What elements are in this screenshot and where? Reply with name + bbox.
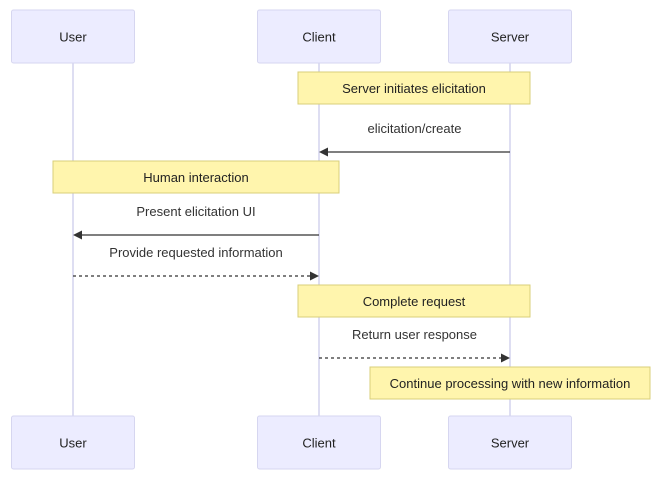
message-label: Return user response [352,327,477,342]
message-label: Present elicitation UI [136,204,255,219]
actor-box [11,415,135,470]
note-box [297,284,531,318]
actor-box [257,415,381,470]
note-text: Server initiates elicitation [342,81,486,96]
note-box [369,366,651,400]
note-box [297,71,531,105]
actor-server-top: Server [448,9,572,64]
note: Complete request [297,284,531,318]
actor-box [448,9,572,64]
actor-box [257,9,381,64]
actors-top: User Client Server [11,9,572,64]
actor-label: Server [491,436,530,451]
note: Continue processing with new information [369,366,651,400]
lifelines [72,63,511,416]
message: Present elicitation UI [73,204,319,240]
message-label: Provide requested information [109,245,282,260]
arrowhead [501,353,510,363]
arrowhead [310,271,319,281]
actor-client-top: Client [257,9,381,64]
actor-client-bottom: Client [257,415,381,470]
actors-bottom: User Client Server [11,415,572,470]
note-box [52,160,340,194]
note-text: Complete request [363,294,466,309]
actor-label: User [59,436,87,451]
actor-label: Client [302,436,336,451]
actor-box [448,415,572,470]
message: elicitation/create [319,121,510,157]
actor-server-bottom: Server [448,415,572,470]
actor-label: Client [302,30,336,45]
steps: Server initiates elicitation elicitation/… [52,71,651,400]
message: Return user response [319,327,510,363]
note-text: Continue processing with new information [390,376,631,391]
note-text: Human interaction [143,170,249,185]
arrowhead [73,230,82,240]
message: Provide requested information [73,245,319,281]
actor-box [11,9,135,64]
actor-user-bottom: User [11,415,135,470]
arrowhead [319,147,328,157]
actor-label: Server [491,30,530,45]
actor-label: User [59,30,87,45]
actor-user-top: User [11,9,135,64]
note: Human interaction [52,160,340,194]
note: Server initiates elicitation [297,71,531,105]
message-label: elicitation/create [368,121,462,136]
